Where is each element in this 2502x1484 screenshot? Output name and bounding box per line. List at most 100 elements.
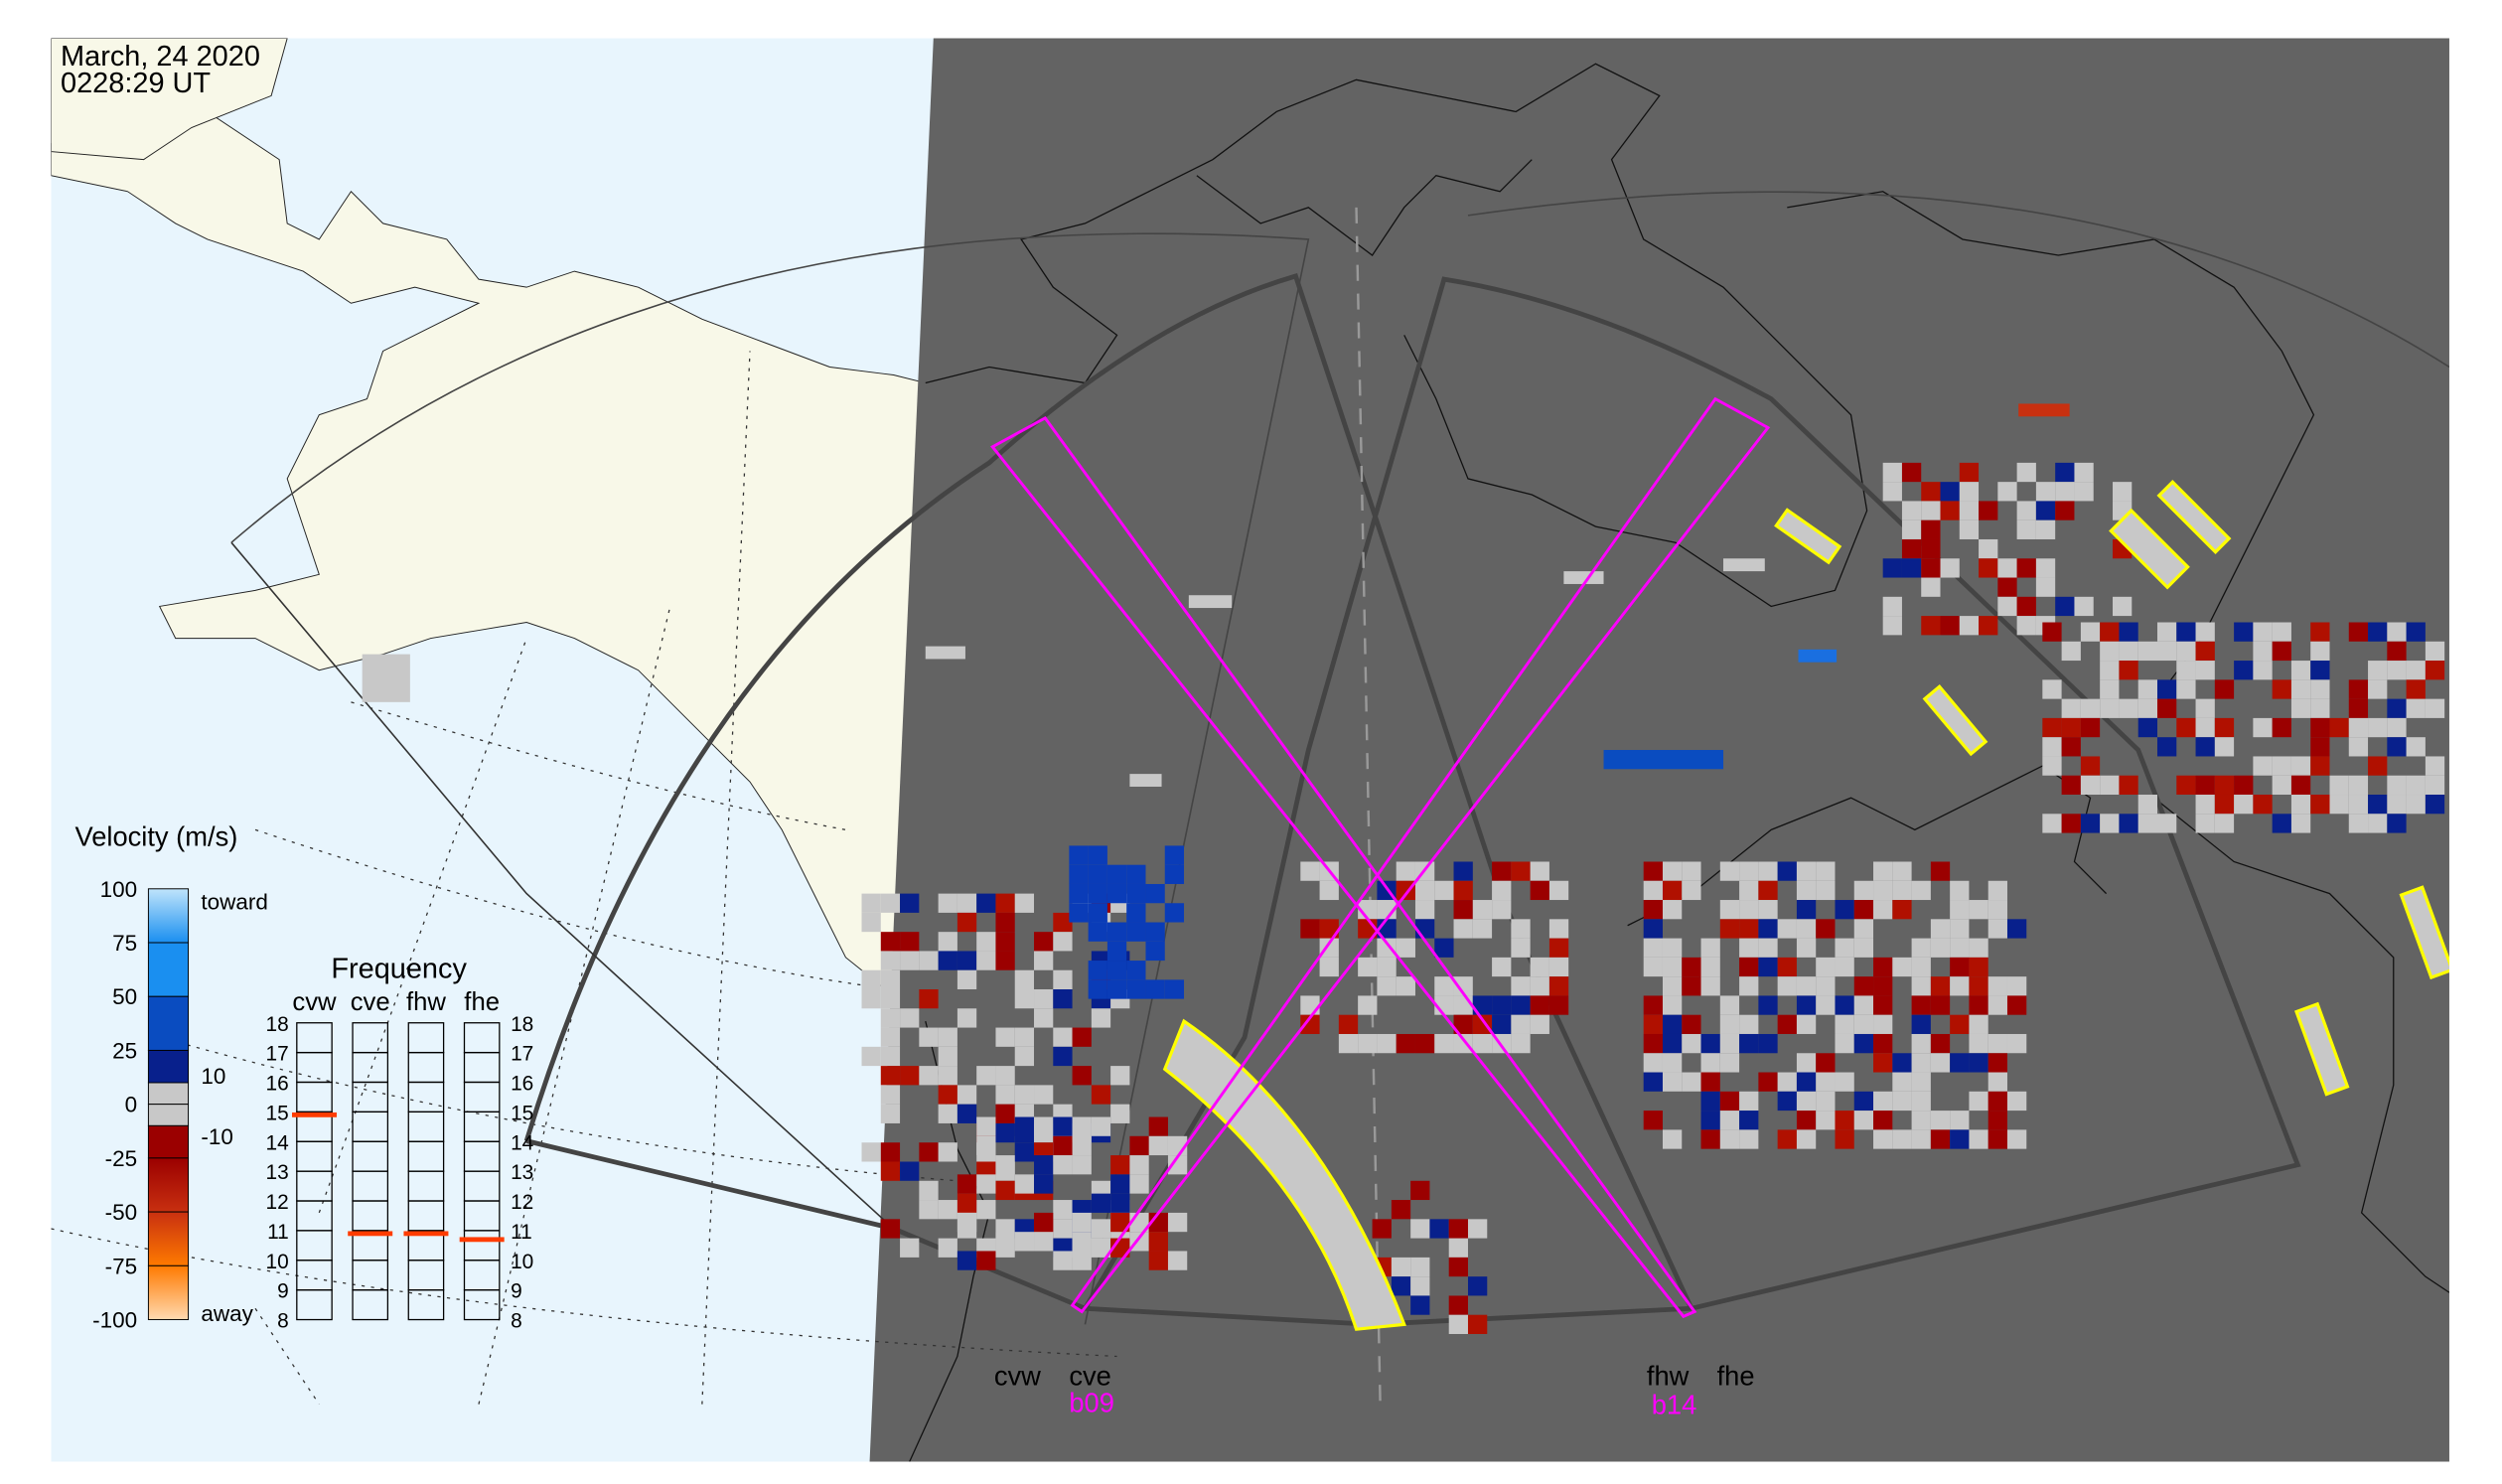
velocity-cell — [1072, 1066, 1092, 1086]
velocity-cell — [1700, 938, 1720, 958]
velocity-cell — [2253, 661, 2273, 680]
velocity-cell — [1959, 519, 1980, 539]
velocity-cell — [2290, 795, 2311, 815]
velocity-cell — [1453, 995, 1473, 1015]
velocity-cell — [2061, 814, 2081, 833]
velocity-cell — [1739, 1091, 1759, 1112]
velocity-cell — [1873, 1091, 1893, 1112]
velocity-cell — [2061, 737, 2081, 757]
velocity-cell — [880, 1027, 901, 1047]
frequency-radar-label: cvw — [292, 988, 337, 1016]
velocity-cell — [1758, 995, 1778, 1015]
velocity-cell — [861, 912, 881, 933]
velocity-cell — [2368, 622, 2388, 642]
velocity-cell — [2348, 795, 2369, 815]
velocity-cell — [1940, 616, 1960, 636]
velocity-cell — [1434, 880, 1454, 901]
velocity-cell — [2214, 814, 2235, 833]
velocity-cell — [1662, 880, 1683, 901]
frequency-cell — [407, 1022, 445, 1054]
velocity-cell — [1682, 976, 1701, 996]
velocity-cell — [1396, 976, 1415, 996]
velocity-cell — [1930, 1111, 1951, 1130]
velocity-cell — [1987, 1072, 2007, 1092]
velocity-cell — [2425, 756, 2445, 776]
velocity-cell — [1338, 1033, 1359, 1054]
velocity-cell — [2348, 717, 2369, 738]
velocity-cell — [2156, 622, 2177, 642]
velocity-cell — [995, 912, 1015, 933]
velocity-cell — [1511, 995, 1531, 1015]
velocity-cell — [2234, 661, 2254, 680]
velocity-cell — [1391, 1276, 1411, 1296]
velocity-cell — [1662, 995, 1683, 1015]
velocity-cell — [861, 969, 881, 989]
velocity-cell — [1758, 861, 1778, 881]
velocity-cell — [2387, 641, 2407, 662]
colorbar-tick-label: -50 — [105, 1200, 138, 1225]
velocity-cell — [2310, 717, 2330, 738]
velocity-cell — [1492, 995, 1512, 1015]
velocity-cell — [1106, 922, 1127, 942]
frequency-radar-label: fhw — [406, 988, 446, 1016]
velocity-cell — [2290, 698, 2311, 718]
colorbar-tick-label: -75 — [105, 1254, 138, 1278]
velocity-cell — [1921, 577, 1941, 597]
velocity-cell — [1377, 938, 1397, 958]
velocity-cell — [880, 893, 901, 913]
velocity-cell — [2272, 641, 2291, 662]
velocity-cell — [1643, 1053, 1663, 1073]
velocity-cell — [2042, 717, 2062, 738]
velocity-cell — [2035, 558, 2056, 578]
velocity-cell — [1997, 558, 2017, 578]
velocity-cell — [1835, 1033, 1854, 1054]
velocity-cell — [1643, 995, 1663, 1015]
velocity-cell — [995, 1085, 1015, 1105]
velocity-cell — [2042, 737, 2062, 757]
velocity-cell — [1950, 900, 1970, 920]
frequency-tick-right: 10 — [511, 1251, 533, 1273]
velocity-cell — [1453, 880, 1473, 901]
velocity-cell — [1088, 864, 1107, 884]
yellow-box — [2294, 1001, 2350, 1097]
velocity-cell — [2425, 775, 2445, 796]
velocity-cell — [1467, 1276, 1488, 1296]
velocity-cell — [1758, 919, 1778, 939]
velocity-cell — [2119, 622, 2138, 642]
velocity-cell — [2234, 775, 2254, 796]
velocity-cell — [1796, 995, 1817, 1015]
velocity-cell — [1796, 1091, 1817, 1112]
velocity-cell — [1873, 880, 1893, 901]
velocity-cell — [2272, 679, 2291, 699]
velocity-cell — [1091, 1219, 1111, 1239]
velocity-cell — [2100, 641, 2120, 662]
velocity-cell — [1969, 1091, 1988, 1112]
velocity-cell — [1700, 957, 1720, 977]
velocity-cell — [1739, 957, 1759, 977]
velocity-cell — [1816, 861, 1836, 881]
velocity-cell — [1167, 1251, 1188, 1270]
frequency-cell — [352, 1022, 389, 1054]
colorbar — [147, 888, 190, 1321]
velocity-cell — [2195, 661, 2215, 680]
velocity-cell — [1723, 558, 1765, 572]
velocity-cell — [1014, 1116, 1035, 1136]
velocity-cells — [362, 403, 2445, 1334]
velocity-cell — [938, 1027, 957, 1047]
frequency-radar-label: cve — [351, 988, 390, 1016]
velocity-cell — [1434, 1033, 1454, 1054]
velocity-cell — [1777, 861, 1797, 881]
velocity-cell — [1110, 1066, 1130, 1086]
velocity-cell — [2006, 976, 2027, 996]
velocity-cell — [1069, 883, 1089, 904]
velocity-cell — [2176, 622, 2196, 642]
velocity-cell — [1126, 864, 1146, 884]
velocity-cell — [1414, 1033, 1435, 1054]
velocity-cell — [1110, 1155, 1130, 1175]
velocity-cell — [2290, 661, 2311, 680]
velocity-cell — [1377, 1033, 1397, 1054]
velocity-cell — [1796, 1072, 1817, 1092]
velocity-cell — [861, 1142, 881, 1162]
frequency-marker — [459, 1237, 505, 1243]
